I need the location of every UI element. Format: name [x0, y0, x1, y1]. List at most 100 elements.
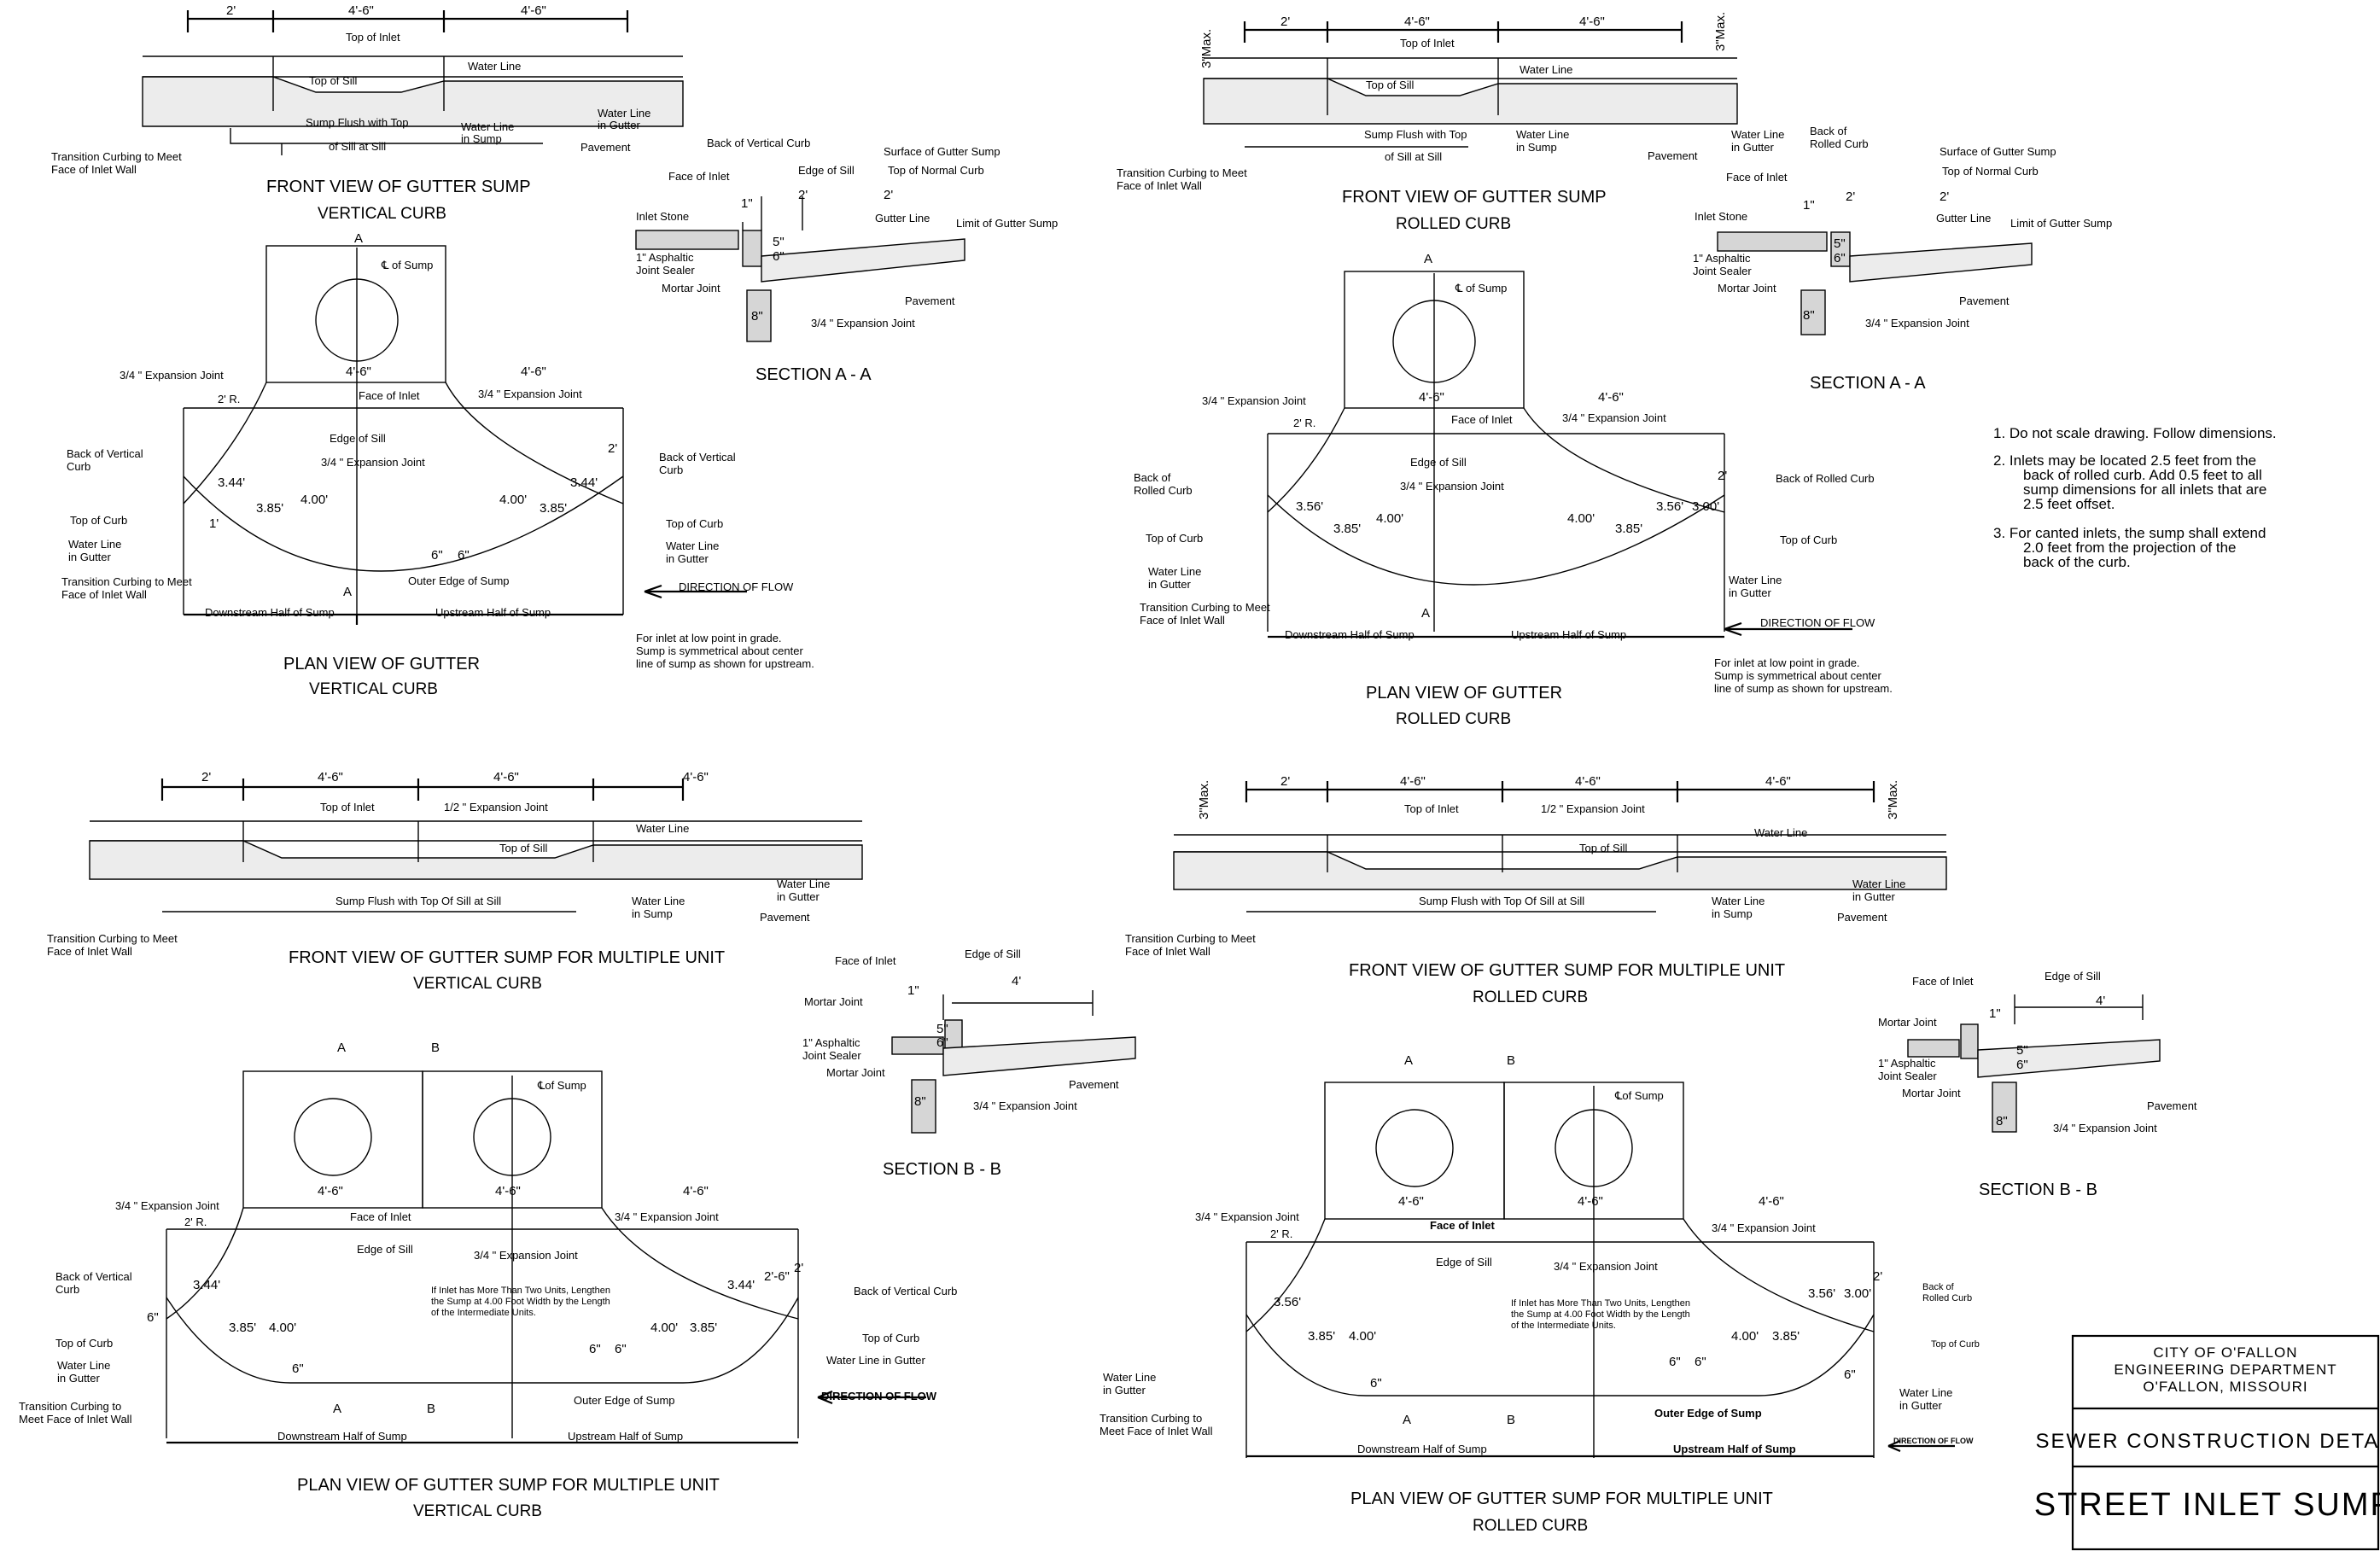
vm-plan-B-bottom: B	[427, 1402, 435, 1416]
vm-plan-back-1: Back of Vertical	[55, 1270, 132, 1283]
plan-view-vertical-curb: A A ℄ of Sump 3/4 " Expansion Joint 2' R…	[61, 231, 814, 698]
vm-plan-wl-2: in Gutter	[57, 1372, 101, 1385]
vm-plan-tr-2: Meet Face of Inlet Wall	[19, 1413, 132, 1426]
rm-plan-dim-5: 4.00'	[1349, 1329, 1376, 1344]
note-3a: 3. For canted inlets, the sump shall ext…	[1993, 525, 2266, 541]
rplan-label-top-curb: Top of Curb	[1146, 532, 1203, 545]
vm-front-label-2: Top of Sill	[499, 842, 547, 854]
rm-plan-note-1: If Inlet has More Than Two Units, Length…	[1511, 1298, 1690, 1309]
section-bb-rolled-curb: Face of Inlet Edge of Sill Mortar Joint …	[1878, 970, 2197, 1199]
vm-sec-label-7: 3/4 " Expansion Joint	[973, 1099, 1077, 1112]
rm-plan-top-curb: Top of Curb	[1931, 1339, 1980, 1350]
label-transition-2: Face of Inlet Wall	[51, 163, 137, 176]
vm-plan-B-top: B	[431, 1041, 440, 1055]
sec-dim-3: 5"	[773, 235, 785, 249]
rm-plan-dim-9: 3.00'	[1844, 1286, 1871, 1301]
rm-plan-A-bottom: A	[1403, 1413, 1411, 1427]
vm-front-label-1: 1/2 " Expansion Joint	[444, 801, 548, 813]
rm-plan-face: Face of Inlet	[1430, 1219, 1496, 1232]
rfront-title: FRONT VIEW OF GUTTER SUMP	[1342, 188, 1607, 207]
rfront-dim-3: 4'-6"	[1579, 15, 1605, 29]
rm-sec-label-1: Edge of Sill	[2045, 970, 2101, 982]
rm-sec-label-6: Pavement	[2147, 1099, 2197, 1112]
note-2d: 2.5 feet offset.	[2023, 496, 2115, 512]
front-view-multiple-rolled-curb: 3"Max. 2' 4'-6" 4'-6" 4'-6" 3"Max. Top o…	[1125, 774, 1947, 1006]
vm-plan-top-curb-r: Top of Curb	[862, 1332, 919, 1344]
rplan-label-downstream: Downstream Half of Sump	[1285, 628, 1415, 641]
rm-sump-circle-1	[1375, 1109, 1454, 1187]
rm-plan-dim-4: 3.85'	[1308, 1329, 1335, 1344]
plan-label-cl: ℄ of Sump	[381, 259, 433, 271]
vm-sump-circle-1	[294, 1098, 372, 1176]
label-transition: Transition Curbing to Meet	[51, 150, 182, 163]
rplan-label-wl-2: in Gutter	[1148, 578, 1192, 591]
sec-label-5: Inlet Stone	[636, 210, 689, 223]
section-aa-vertical-curb: Back of Vertical Curb Edge of Sill Surfa…	[635, 137, 1058, 384]
plan-label-tr-2: Face of Inlet Wall	[61, 588, 147, 601]
plan-label-A-top: A	[354, 231, 363, 246]
rm-plan-2r: 2' R.	[1270, 1227, 1292, 1240]
tb-agency-1: CITY OF O'FALLON	[2153, 1344, 2297, 1361]
rm-sec-label-7: 3/4 " Expansion Joint	[2053, 1122, 2157, 1134]
tb-agency-2: ENGINEERING DEPARTMENT	[2114, 1361, 2336, 1378]
rplan-label-A-bottom: A	[1421, 606, 1430, 621]
rm-sec-label-3: 1" Asphaltic	[1878, 1057, 1936, 1070]
rplan-label-wl-r1: Water Line	[1729, 574, 1782, 586]
rplan-dim-4: 4.00'	[1376, 511, 1403, 526]
vm-sec-label-3: 1" Asphaltic	[802, 1036, 860, 1049]
rm-front-label-10: Transition Curbing to Meet	[1125, 932, 1256, 945]
rm-plan-dim-14: 6"	[1844, 1367, 1856, 1382]
plan-dim-3: 3.85'	[256, 501, 283, 516]
rm-sec-label-4: Joint Sealer	[1878, 1070, 1937, 1082]
label-top-of-inlet: Top of Inlet	[346, 31, 400, 44]
general-notes: 1. Do not scale drawing. Follow dimensio…	[1993, 425, 2277, 570]
vm-plan-dim-12: 6"	[292, 1361, 304, 1376]
rm-front-label-4: Sump Flush with Top Of Sill at Sill	[1419, 895, 1584, 907]
rplan-dim-3: 3.85'	[1333, 522, 1361, 536]
title-block-frame	[2071, 1334, 2380, 1551]
tb-agency-3: O'FALLON, MISSOURI	[2143, 1379, 2307, 1395]
vm-front-label-4: Sump Flush with Top Of Sill at Sill	[335, 895, 501, 907]
plan-note-3: line of sump as shown for upstream.	[636, 657, 814, 670]
rfront-label-8: in Gutter	[1731, 141, 1775, 154]
plan-label-outer: Outer Edge of Sump	[408, 574, 510, 587]
sec-label-7: Limit of Gutter Sump	[956, 217, 1058, 230]
vm-plan-flow: DIRECTION OF FLOW	[821, 1390, 937, 1402]
rplan-note-3: line of sump as shown for upstream.	[1714, 682, 1893, 695]
rfront-dim-1: 2'	[1280, 15, 1290, 29]
rm-plan-dim-6: 4.00'	[1731, 1329, 1759, 1344]
rm-front-label-0: Top of Inlet	[1404, 802, 1459, 815]
sec-label-0: Back of Vertical Curb	[707, 137, 810, 149]
rplan-dim-8: 3.00'	[1692, 499, 1719, 514]
plan-dim-4: 4.00'	[300, 493, 328, 507]
rm-plan-flow: DIRECTION OF FLOW	[1893, 1437, 1974, 1445]
vm-front-label-7: Water Line	[777, 878, 830, 890]
label-water-line-gutter: Water Line	[598, 107, 650, 120]
rm-plan-exp-2: 3/4 " Expansion Joint	[1712, 1222, 1816, 1234]
rm-plan-dim-2: 4'-6"	[1759, 1194, 1784, 1209]
rm-plan-dim-11: 6"	[1370, 1376, 1382, 1391]
rplan-label-back-1: Back of	[1134, 471, 1171, 484]
rm-plan-dim-12: 6"	[1669, 1355, 1681, 1369]
note-2a: 2. Inlets may be located 2.5 feet from t…	[1993, 452, 2256, 469]
rm-front-label-6: in Sump	[1712, 907, 1753, 920]
vm-plan-dim-7: 3.85'	[690, 1321, 717, 1335]
sec-dim-0: 1"	[741, 196, 753, 211]
rplan-label-2r: 2' R.	[1293, 417, 1315, 429]
vm-plan-back-2: Curb	[55, 1283, 79, 1296]
rm-front-dim-4: 4'-6"	[1765, 774, 1791, 789]
sec-label-12: 3/4 " Expansion Joint	[811, 317, 915, 329]
vm-plan-dim-6: 4.00'	[650, 1321, 678, 1335]
rsec-label-3: Top of Normal Curb	[1942, 165, 2039, 178]
plan-dim-0: 4'-6"	[346, 364, 371, 379]
plan-label-wl-r1: Water Line	[666, 539, 719, 552]
plan-label-A-bottom: A	[343, 585, 352, 599]
vm-sec-dim-0: 1"	[907, 983, 919, 998]
rsec-label-12: 3/4 " Expansion Joint	[1865, 317, 1969, 329]
rm-plan-wl-1: Water Line	[1103, 1371, 1156, 1384]
plan-dim-6: 3.85'	[540, 501, 567, 516]
vm-front-label-10: Transition Curbing to Meet	[47, 932, 178, 945]
rplan-subtitle: ROLLED CURB	[1396, 710, 1511, 728]
sec-label-2: Surface of Gutter Sump	[884, 145, 1000, 158]
vm-plan-dim-3: 3.44'	[193, 1278, 220, 1292]
